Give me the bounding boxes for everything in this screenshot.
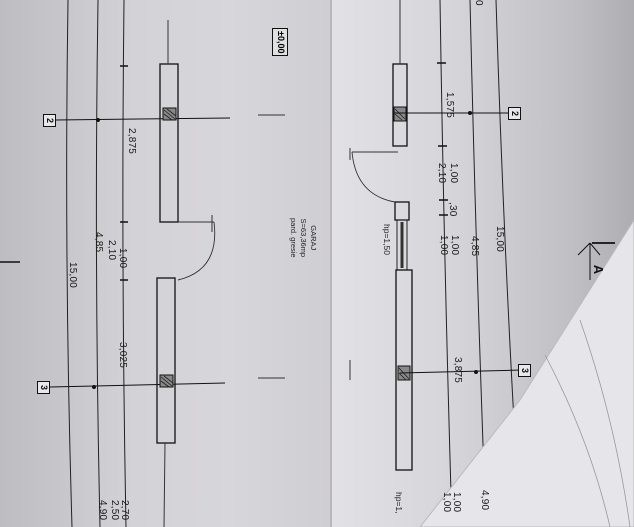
dim-right-030: ,30: [447, 202, 458, 217]
dim-left-250: 2,50: [109, 500, 120, 521]
room-label: GARAJ S=63,36mp pard. gresie: [288, 218, 318, 258]
dim-right-100e: 1,00: [441, 492, 452, 513]
dim-right-mid-2: 4,90: [479, 490, 490, 511]
axis-tag-3-left: 3: [37, 381, 50, 394]
level-marker: ±0,00: [272, 28, 288, 56]
paper-left-half: [0, 0, 330, 527]
window-sill-label: hp=1,50: [382, 224, 392, 255]
section-marker-a: A: [591, 264, 607, 275]
dim-right-100b: 1,00: [449, 235, 460, 256]
axis-tag-2-left: 2: [43, 114, 56, 127]
dim-left-inner-2: 3,025: [117, 342, 128, 369]
axis-tag-2-right: 2: [508, 107, 521, 120]
axis-tag-3-right: 3: [518, 364, 531, 377]
dim-left-inner-1: 2,875: [126, 128, 137, 155]
dim-left-490: 4,90: [97, 500, 108, 521]
dim-left-mid-1: 4,85: [93, 232, 104, 253]
dim-left-opening-w: 1,00: [117, 248, 128, 269]
room-finish: pard. gresie: [289, 218, 298, 258]
dim-right-100c: 1,00: [438, 235, 449, 256]
dim-right-100a: 1,00: [448, 163, 459, 184]
dim-left-total: 15,00: [67, 262, 78, 289]
room-area: S=63,36mp: [299, 218, 308, 258]
dim-left-270: 2,70: [119, 500, 130, 521]
dim-right-top-partial: 0: [473, 0, 484, 6]
dim-right-total: 15,00: [494, 226, 505, 253]
room-name: GARAJ: [309, 225, 318, 251]
window-sill-label-partial: hp=1,: [394, 492, 404, 514]
dim-right-3875: 3,875: [452, 357, 463, 384]
dim-right-mid-1: 4,85: [469, 236, 480, 257]
dim-right-210: 2,10: [436, 163, 447, 184]
dim-left-opening-h: 2,10: [106, 240, 117, 261]
dim-right-1575: 1,575: [444, 92, 455, 119]
dim-right-100d: 1,00: [451, 492, 462, 513]
